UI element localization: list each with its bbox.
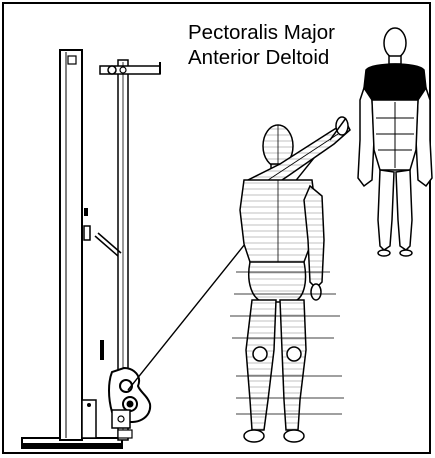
muscle-labels: Pectoralis Major Anterior Deltoid [188, 20, 335, 70]
figure-left-leg [246, 300, 276, 430]
figure-hips [249, 262, 306, 302]
figure-right-leg [280, 300, 306, 430]
muscle-label-secondary: Anterior Deltoid [188, 45, 335, 70]
cable-machine [22, 50, 160, 448]
reference-head [384, 28, 406, 58]
adjustment-handle [84, 226, 121, 256]
pulley-assembly [109, 368, 150, 438]
muscle-reference-figure [358, 28, 432, 256]
highlighted-muscles [364, 64, 426, 100]
muscle-label-primary: Pectoralis Major [188, 20, 335, 45]
machine-upright [60, 50, 82, 440]
reference-left-leg [378, 170, 394, 250]
reference-right-leg [396, 170, 412, 250]
figure-lowered-arm [304, 186, 324, 288]
exercise-figure [240, 117, 350, 442]
